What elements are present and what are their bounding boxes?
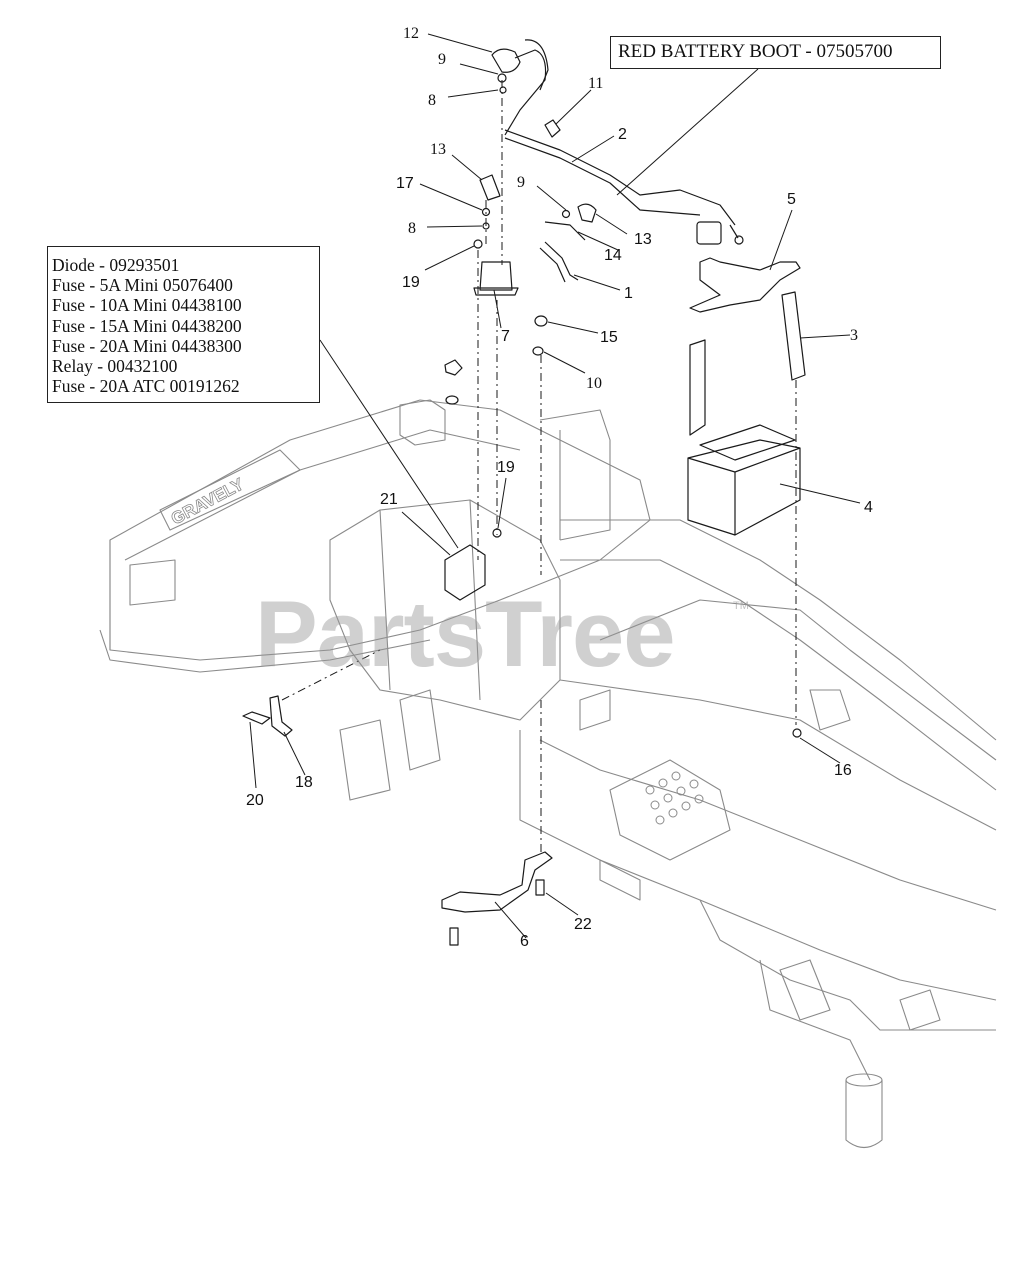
alignment-lines: [281, 80, 797, 855]
parts-list-item: Fuse - 5A Mini 05076400: [52, 275, 233, 296]
parts-list-item: Fuse - 15A Mini 04438200: [52, 315, 242, 336]
clip-18: [269, 695, 293, 737]
label-15: 15: [600, 329, 618, 346]
solenoid-7: [473, 261, 519, 296]
label-9-middle: 9: [517, 174, 525, 191]
battery-hold-down-5: [689, 257, 801, 313]
terminal-boot-12: [491, 48, 521, 73]
bolt-19b: [492, 528, 502, 538]
label-21: 21: [380, 491, 398, 508]
nut-16: [792, 728, 802, 738]
label-3: 3: [850, 327, 858, 344]
label-2: 2: [618, 126, 627, 143]
cable-14: [544, 221, 586, 241]
strap-3-left: [689, 339, 706, 436]
label-19-lower: 19: [497, 459, 515, 476]
parts-list-callout: Diode - 09293501 Fuse - 5A Mini 05076400…: [47, 246, 320, 403]
label-16: 16: [834, 762, 852, 779]
label-11: 11: [588, 75, 603, 92]
label-22: 22: [574, 916, 592, 933]
boot-13-upper: [479, 174, 501, 201]
parts-list-item: Fuse - 20A ATC 00191262: [52, 376, 240, 397]
label-10: 10: [586, 375, 602, 392]
foot-plate-holes: [645, 771, 704, 825]
label-5: 5: [787, 191, 796, 208]
parts-list-item: Fuse - 10A Mini 04438100: [52, 295, 242, 316]
label-18: 18: [295, 774, 313, 791]
label-9-upper: 9: [438, 51, 446, 68]
label-13-upper: 13: [430, 141, 446, 158]
harness-connector: [696, 221, 722, 245]
parts-list-item: Relay - 00432100: [52, 356, 178, 377]
cable-1: [544, 241, 579, 281]
washer-9b: [561, 209, 571, 219]
label-1: 1: [624, 285, 633, 302]
fuse-block-21: [444, 544, 486, 601]
bolt-19a: [473, 239, 483, 249]
bracket-6: [441, 851, 553, 913]
clip-11: [544, 119, 561, 138]
boot-13-lower: [577, 203, 597, 223]
washer-17: [481, 207, 491, 217]
label-6: 6: [520, 933, 529, 950]
washer-8a: [499, 86, 507, 94]
label-12: 12: [403, 25, 419, 42]
label-14: 14: [604, 247, 622, 264]
red-battery-boot-callout: RED BATTERY BOOT - 07505700: [610, 36, 941, 69]
harness-2: [504, 129, 736, 226]
label-19-upper: 19: [402, 274, 420, 291]
strap-3-right: [781, 291, 806, 381]
label-8-middle: 8: [408, 220, 416, 237]
battery-4: [687, 439, 801, 536]
label-17: 17: [396, 175, 414, 192]
washer-10: [532, 346, 544, 356]
washer-15: [534, 315, 548, 327]
bolt-22: [535, 879, 545, 896]
label-13-lower: 13: [634, 231, 652, 248]
label-8-upper: 8: [428, 92, 436, 109]
label-20: 20: [246, 792, 264, 809]
cable-upper: [504, 49, 547, 136]
callout-numbers: 12 9 8 11 2 13 17 9 8 13 14 5 19 1 3 7 1…: [246, 25, 873, 950]
label-7: 7: [501, 328, 510, 345]
parts-list-item: Fuse - 20A Mini 04438300: [52, 335, 242, 356]
bolt-20: [242, 711, 271, 725]
mower-frame: [99, 399, 997, 1149]
watermark: PartsTree: [255, 581, 676, 686]
bolt-bottom: [449, 927, 459, 946]
leader-lines: [249, 33, 861, 939]
trademark-mark: TM: [733, 600, 749, 612]
parts-list-item: Diode - 09293501: [52, 255, 180, 275]
label-4: 4: [864, 499, 873, 516]
